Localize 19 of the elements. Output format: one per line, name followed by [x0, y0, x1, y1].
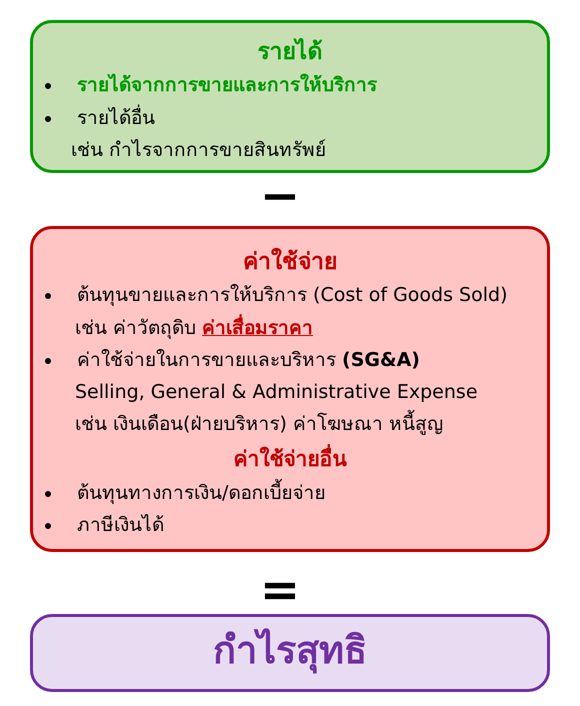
- example-text: Selling, General & Administrative Expense: [75, 380, 478, 405]
- net-profit-box: [30, 614, 550, 692]
- example-text: เช่น กำไรจากการขายสินทรัพย์: [71, 138, 326, 163]
- heading: ค่าใช้จ่าย: [242, 248, 338, 276]
- revenue-box: [30, 20, 550, 173]
- bullet-text: ต้นทุนทางการเงิน/ดอกเบี้ยจ่าย: [77, 480, 326, 506]
- equals-sign: =: [258, 566, 302, 614]
- heading: กำไรสุทธิ: [212, 628, 368, 672]
- heading: รายได้: [256, 38, 324, 66]
- subheading: ค่าใช้จ่ายอื่น: [33, 445, 547, 473]
- bullet-text: ต้นทุนขายและการให้บริการ (Cost of Goods Sold): [77, 283, 508, 308]
- bullet-text: ค่าใช้จ่ายในการขายและบริหาร (SG&A): [77, 348, 420, 373]
- example-text: เช่น เงินเดือน(ฝ่ายบริหาร) ค่าโฆษณา หนี้สูญ: [75, 411, 443, 437]
- bullet-text: รายได้จากการขายและการให้บริการ: [77, 72, 377, 98]
- minus-sign: −: [258, 172, 302, 220]
- example-text: เช่น ค่าวัตถุดิบ ค่าเสื่อมราคา: [75, 315, 314, 341]
- bullet-text: รายได้อื่น: [77, 105, 155, 131]
- expense-box: [30, 226, 550, 552]
- bullet-text: ภาษีเงินได้: [77, 513, 164, 538]
